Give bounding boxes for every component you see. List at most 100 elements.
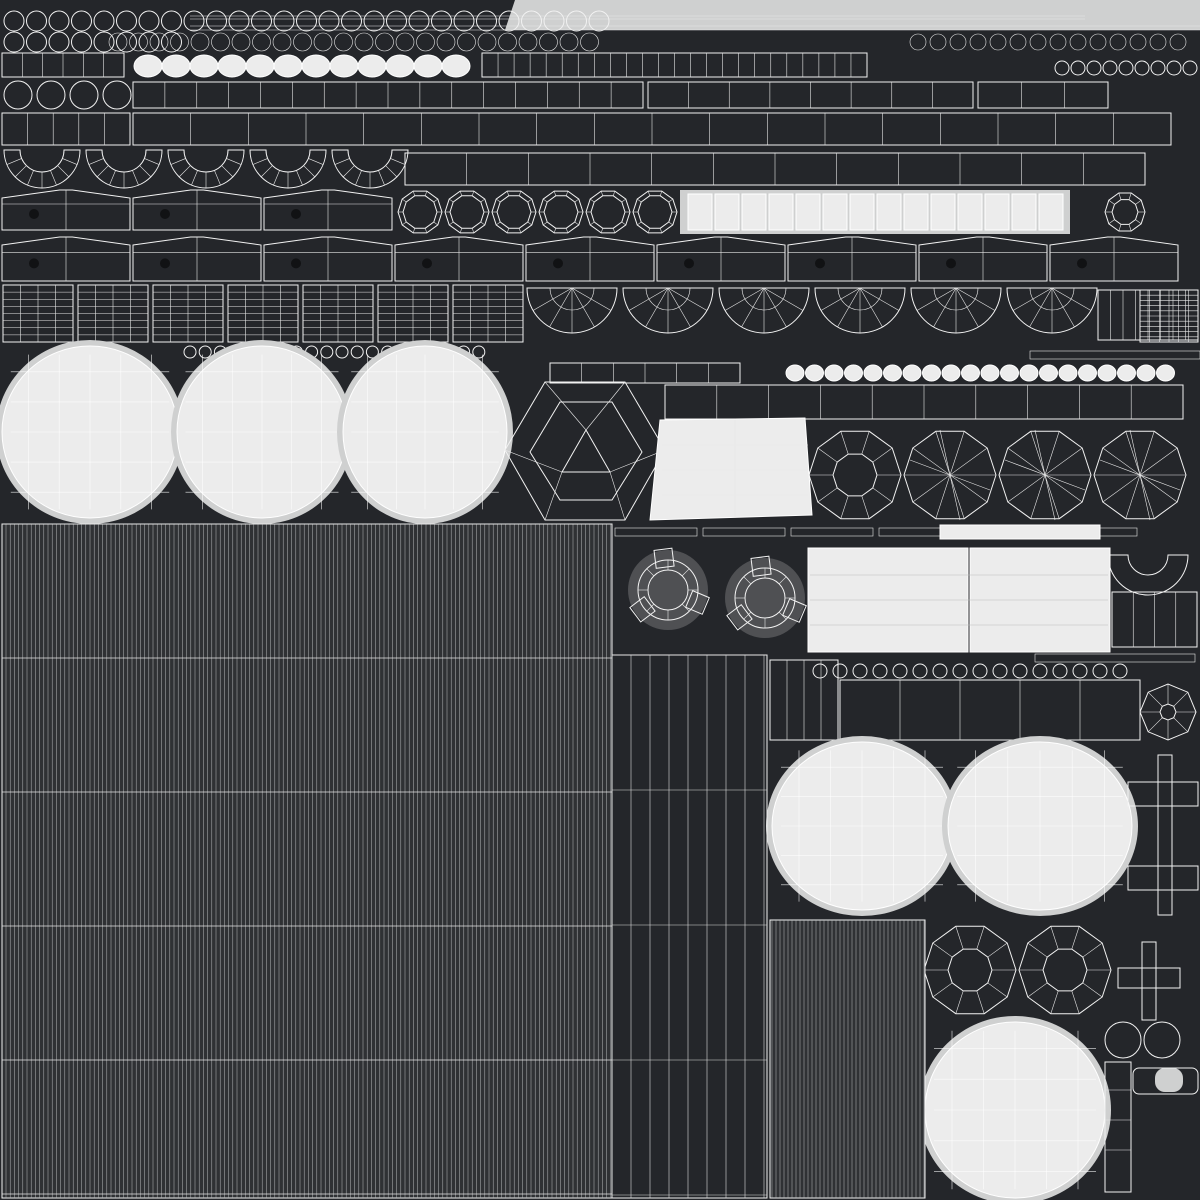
quartered-octagon-island-spoke: [1030, 431, 1046, 475]
half-disc-spoke: [837, 287, 861, 328]
spoke-wheel-island-tab: [782, 598, 807, 623]
ring-island: [969, 33, 987, 51]
arch-spoke: [342, 165, 355, 178]
octagon-island-spoke: [553, 228, 557, 234]
pale-panel-center: [649, 417, 813, 521]
octagon-island-spoke: [1050, 926, 1059, 950]
trapezoid-panel: [263, 189, 393, 231]
octagon-island-spoke: [590, 221, 595, 226]
ring-island: [386, 10, 407, 32]
octagon-island-spoke: [518, 228, 522, 234]
small-ring-island: [320, 345, 334, 359]
ring-island: [138, 10, 160, 32]
half-disc-spoke: [763, 287, 804, 311]
octagon-island-spoke: [1128, 224, 1132, 232]
spoke-wheel-island-spoke: [778, 576, 787, 585]
pale-ring-island: [961, 364, 980, 382]
octagon-island-spoke: [600, 190, 604, 196]
pale-ring-island: [161, 54, 191, 78]
octagon-island-spoke: [1173, 691, 1189, 707]
pale-tile: [741, 193, 767, 231]
trapezoid-panel-hole: [1077, 258, 1087, 269]
octagon-island-spoke: [987, 982, 1008, 998]
octagon-island-spoke: [659, 190, 663, 196]
half-disc-island: [526, 287, 618, 334]
small-ring-island: [892, 663, 908, 679]
ring-island: [170, 32, 189, 52]
octagon-island-spoke: [402, 198, 407, 203]
octagon-island-spoke: [976, 990, 985, 1014]
ring-island: [453, 10, 475, 32]
ring-island: [1009, 33, 1027, 51]
half-disc-spoke: [1012, 287, 1053, 311]
octagon-island-spoke: [621, 221, 626, 226]
quartered-octagon-island-spoke: [1044, 474, 1083, 503]
small-ring-island: [365, 345, 379, 359]
arch-spoke: [88, 158, 104, 165]
ring-island: [48, 31, 70, 53]
ring-island: [566, 10, 587, 32]
dense-stripe-panel: [1, 523, 926, 1199]
ring-island: [116, 31, 137, 53]
ring-island: [138, 31, 160, 53]
arch-spoke: [378, 170, 385, 186]
trapezoid-panel-hole: [291, 258, 301, 269]
pale-tile: [687, 193, 713, 231]
bottom-right-details: [1104, 1021, 1199, 1193]
ring-island: [252, 32, 271, 52]
pale-tile-strip: [680, 190, 1070, 234]
pale-ring-island: [883, 364, 902, 382]
ring-island: [1109, 33, 1127, 51]
ring-island: [206, 10, 227, 32]
half-disc-spoke: [667, 287, 691, 328]
ring-island: [518, 32, 538, 52]
small-ring-island: [812, 663, 828, 679]
half-disc-island: [814, 287, 906, 334]
arch-spoke: [303, 165, 316, 178]
pale-ring-island: [785, 364, 805, 382]
ring-island: [71, 31, 92, 53]
ring-island: [26, 31, 47, 53]
pale-ring-island: [1000, 364, 1019, 382]
spoke-wheel-island-spoke: [743, 611, 752, 620]
pale-ring-island: [217, 54, 247, 78]
pale-ring-island: [1078, 364, 1097, 382]
trapezoid-panel-hole: [160, 209, 170, 219]
small-ring-island: [852, 663, 868, 679]
octagon-island-spoke: [506, 190, 510, 196]
ring-island: [36, 80, 66, 110]
ring-island: [161, 10, 182, 32]
small-ring-island: [1012, 663, 1028, 679]
half-disc-spoke: [724, 287, 765, 311]
pale-ring-island: [413, 54, 443, 78]
octagon-island-spoke: [412, 190, 416, 196]
half-disc-spoke: [820, 287, 861, 311]
trapezoid-panel: [525, 236, 655, 282]
ring-island: [1049, 33, 1067, 51]
ring-island: [543, 10, 565, 32]
arch-spoke: [178, 165, 191, 178]
ring-island: [108, 32, 128, 52]
stripe-panel-small: [769, 919, 926, 1199]
pale-ring-island: [301, 54, 331, 78]
quartered-octagon-island-spoke: [1030, 475, 1046, 519]
ring-island: [909, 33, 927, 51]
octagon-island-spoke: [1108, 200, 1115, 205]
octagon-island-spoke: [1050, 990, 1059, 1014]
ring-island: [71, 10, 92, 32]
octagon-island-spoke: [1082, 942, 1103, 958]
octagon-island-spoke: [668, 221, 673, 226]
ring-island: [3, 10, 25, 32]
octagon-island-spoke: [553, 190, 557, 196]
thin-bar-island: [614, 527, 698, 537]
quartered-octagon-island-spoke: [1044, 447, 1083, 476]
octagon-island-spoke: [574, 221, 579, 226]
trapezoid-panel-hole: [291, 209, 301, 219]
pale-ring-island: [245, 54, 275, 78]
half-disc-spoke: [741, 287, 765, 328]
ring-island: [1029, 33, 1047, 51]
octagon-island-spoke: [1108, 219, 1115, 224]
octagon-island-spoke: [565, 228, 569, 234]
half-disc-island: [1006, 287, 1098, 334]
